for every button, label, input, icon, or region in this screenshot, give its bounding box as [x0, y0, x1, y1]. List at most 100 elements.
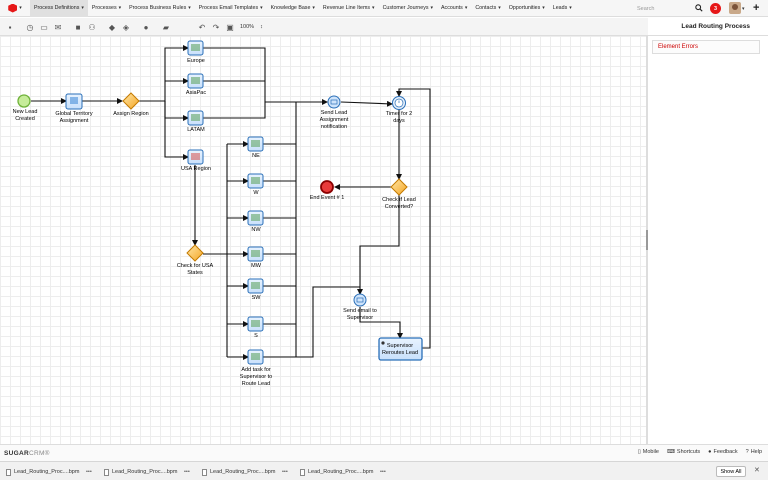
task-label: Add task for [241, 367, 271, 373]
task-europe[interactable] [187, 40, 204, 56]
save-icon[interactable]: ▣ [226, 22, 234, 32]
nav-label: Revenue Line Items [322, 5, 371, 11]
task-add-supervisor[interactable] [247, 349, 264, 365]
chevron-down-icon[interactable]: ▾ [260, 5, 263, 11]
nav-accounts[interactable]: Accounts▾ [437, 0, 471, 17]
clock-icon[interactable]: ◷ [26, 22, 34, 32]
resize-handle[interactable] [646, 230, 648, 250]
zoom-caret-icon[interactable]: ↕ [260, 24, 263, 30]
show-all-button[interactable]: Show All [716, 466, 746, 477]
sugarcrm-logo[interactable]: SUGARCRM® [4, 450, 50, 457]
download-item[interactable]: Lead_Routing_Proc....bpm••• [300, 467, 386, 477]
gateway-icon[interactable]: ◆ [108, 22, 116, 32]
element-errors-header[interactable]: Element Errors [652, 40, 760, 54]
close-icon[interactable]: ✕ [754, 467, 760, 474]
zoom-control[interactable]: 100%↕ [240, 21, 263, 33]
feedback-link[interactable]: ●Feedback [708, 449, 737, 455]
nav-label: Contacts [475, 5, 497, 11]
chevron-down-icon[interactable]: ▾ [81, 5, 84, 11]
mail-icon[interactable]: ✉ [54, 22, 62, 32]
notification-badge[interactable]: 3 [710, 3, 721, 14]
nav-process-business-rules[interactable]: Process Business Rules▾ [125, 0, 195, 17]
chevron-down-icon[interactable]: ▾ [188, 5, 191, 11]
download-item[interactable]: Lead_Routing_Proc....bpm ••• [104, 467, 190, 477]
more-options-icon[interactable]: ••• [380, 469, 386, 475]
task-supervisor-reroutes[interactable] [378, 337, 423, 361]
nav-knowledge-base[interactable]: Knowledge Base▾ [267, 0, 319, 17]
redo-icon[interactable]: ↷ [212, 22, 220, 32]
footer-links: ▯Mobile ⌨Shortcuts ●Feedback ?Help [638, 449, 762, 455]
chat-icon: ● [708, 449, 712, 455]
mobile-link[interactable]: ▯Mobile [638, 449, 659, 455]
event-send-email-supervisor[interactable] [353, 293, 367, 307]
nav-opportunities[interactable]: Opportunities▾ [505, 0, 549, 17]
chevron-down-icon[interactable]: ▾ [569, 5, 572, 11]
nav-process-definitions[interactable]: Process Definitions▾ [30, 0, 88, 17]
nav-label: Accounts [441, 5, 463, 11]
task-latam[interactable] [187, 110, 204, 126]
gateway-check-usa[interactable] [186, 244, 204, 262]
sugar-logo[interactable]: ▾ [0, 0, 30, 17]
avatar[interactable] [729, 2, 741, 14]
nav-customer-journeys[interactable]: Customer Journeys▾ [379, 0, 437, 17]
cube-toolbar-icon[interactable]: ▪ [8, 22, 12, 32]
nav-contacts[interactable]: Contacts▾ [471, 0, 504, 17]
bpmn-diagram[interactable]: New Lead Created Global Territory Assign… [0, 36, 646, 444]
task-w[interactable] [247, 173, 264, 189]
start-event[interactable] [17, 94, 31, 108]
chevron-down-icon: ▾ [19, 5, 22, 11]
end-event[interactable] [320, 180, 334, 194]
mobile-icon: ▯ [637, 449, 641, 455]
gateway-assign-region[interactable] [122, 92, 140, 110]
event-label: notification [321, 124, 347, 130]
task-label: Europe [187, 58, 205, 64]
nav-process-email-templates[interactable]: Process Email Templates▾ [195, 0, 267, 17]
end-event-icon[interactable]: ● [143, 22, 149, 32]
search-input[interactable]: Search [637, 5, 655, 12]
task-label: AsiaPac [186, 90, 206, 96]
user-group-icon[interactable]: ⚇ [88, 22, 96, 32]
diagram-canvas[interactable]: New Lead Created Global Territory Assign… [0, 36, 646, 444]
chevron-down-icon[interactable]: ▾ [312, 5, 315, 11]
more-options-icon[interactable]: ••• [184, 469, 190, 475]
task-ne[interactable] [247, 136, 264, 152]
download-item[interactable]: Lead_Routing_Proc....bpm••• [6, 467, 92, 477]
task-asiapac[interactable] [187, 73, 204, 89]
chevron-down-icon[interactable]: ▾ [372, 5, 375, 11]
plus-icon[interactable]: + [753, 2, 760, 14]
comment-icon[interactable]: ▰ [162, 22, 170, 32]
task-sw[interactable] [247, 278, 264, 294]
chevron-down-icon[interactable]: ▾ [542, 5, 545, 11]
chevron-down-icon[interactable]: ▾ [430, 5, 434, 11]
more-options-icon[interactable]: ••• [282, 469, 288, 475]
chevron-down-icon[interactable]: ▾ [498, 5, 501, 11]
undo-icon[interactable]: ↶ [198, 22, 206, 32]
stop-icon[interactable]: ■ [75, 22, 81, 32]
nav-revenue-line-items[interactable]: Revenue Line Items▾ [319, 0, 379, 17]
help-link[interactable]: ?Help [746, 449, 762, 455]
nav-leads[interactable]: Leads▾ [549, 0, 576, 17]
task-s[interactable] [247, 316, 264, 332]
gateway-alt-icon[interactable]: ◈ [122, 22, 130, 32]
chevron-down-icon[interactable]: ▾ [464, 5, 468, 11]
user-icon [381, 341, 385, 345]
gateway-check-lead-converted[interactable] [390, 178, 408, 196]
inbox-icon[interactable]: ▭ [40, 22, 48, 32]
task-nw[interactable] [247, 210, 264, 226]
chevron-down-icon[interactable]: ▾ [118, 5, 122, 11]
start-event-label: New Lead [13, 109, 38, 115]
nav-label: Process Definitions [34, 5, 80, 11]
task-usa-region[interactable] [187, 149, 204, 165]
chevron-down-icon[interactable]: ▾ [742, 6, 745, 12]
more-options-icon[interactable]: ••• [86, 469, 92, 475]
event-send-lead-notification[interactable] [327, 95, 341, 109]
mail-icon [330, 99, 338, 105]
download-filename: Lead_Routing_Proc....bpm [112, 469, 178, 475]
download-item[interactable]: Lead_Routing_Proc....bpm••• [202, 467, 288, 477]
nav-processes[interactable]: Processes▾ [88, 0, 125, 17]
keyboard-icon: ⌨ [666, 449, 675, 455]
search-icon[interactable] [695, 4, 703, 12]
task-mw[interactable] [247, 246, 264, 262]
nav-label: Leads [552, 5, 568, 11]
shortcuts-link[interactable]: ⌨Shortcuts [667, 449, 700, 455]
